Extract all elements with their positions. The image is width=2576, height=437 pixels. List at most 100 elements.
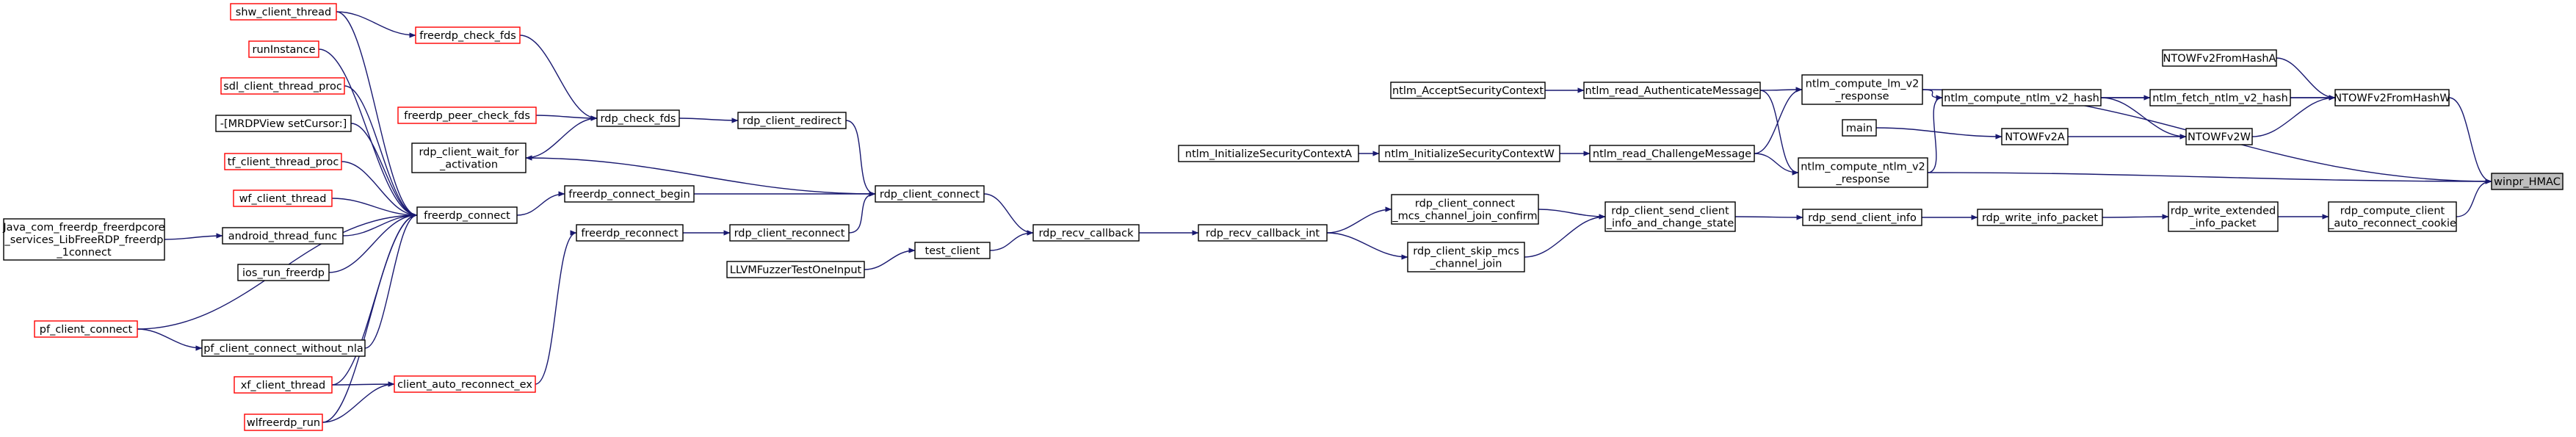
node-xf_client_thread[interactable]: xf_client_thread bbox=[234, 376, 333, 394]
node-runInstance[interactable]: runInstance bbox=[248, 40, 319, 58]
node-Java_com_freerdp_freerdpcore_services_LibFreeRDP_freerdp_1connect[interactable]: Java_com_freerdp_freerdpcore_services_Li… bbox=[2, 218, 165, 261]
node-test_client[interactable]: test_client bbox=[914, 242, 991, 259]
node-rdp_client_wait_for_activation[interactable]: rdp_client_wait_for_activation bbox=[411, 142, 527, 173]
node-freerdp_peer_check_fds[interactable]: freerdp_peer_check_fds bbox=[397, 106, 537, 124]
node-rdp_client_reconnect[interactable]: rdp_client_reconnect bbox=[729, 224, 850, 242]
node-label: _auto_reconnect_cookie bbox=[2328, 218, 2456, 230]
node-rdp_client_skip_mcs_channel_join[interactable]: rdp_client_skip_mcs_channel_join bbox=[1407, 242, 1525, 272]
node-label: rdp_send_client_info bbox=[1808, 212, 1917, 224]
edge-ios_run_freerdp-to-freerdp_connect bbox=[328, 212, 418, 273]
edge-shw_client_thread-to-freerdp_connect bbox=[336, 11, 418, 218]
node-ntlm_InitializeSecurityContextW[interactable]: ntlm_InitializeSecurityContextW bbox=[1378, 145, 1560, 162]
node-label: runInstance bbox=[252, 44, 315, 56]
node-NTOWFv2FromHashA[interactable]: NTOWFv2FromHashA bbox=[2162, 49, 2277, 67]
node-ntlm_compute_ntlm_v2_response[interactable]: ntlm_compute_ntlm_v2_response bbox=[1798, 157, 1928, 188]
node-label: ntlm_AcceptSecurityContext bbox=[1392, 85, 1544, 97]
node-rdp_client_redirect[interactable]: rdp_client_redirect bbox=[737, 112, 847, 129]
node-label: NTOWFv2FromHashW bbox=[2334, 93, 2450, 104]
edge-layer bbox=[137, 11, 2492, 423]
node-label: rdp_client_redirect bbox=[742, 115, 842, 127]
node-sdl_client_thread_proc[interactable]: sdl_client_thread_proc bbox=[220, 77, 345, 95]
node-ntlm_AcceptSecurityContext[interactable]: ntlm_AcceptSecurityContext bbox=[1390, 82, 1546, 99]
node-winpr_HMAC: winpr_HMAC bbox=[2491, 173, 2564, 190]
node-label: _mcs_channel_join_confirm bbox=[1392, 211, 1537, 223]
edge-freerdp_peer_check_fds-to-rdp_check_fds bbox=[535, 115, 598, 121]
node-NTOWFv2FromHashW[interactable]: NTOWFv2FromHashW bbox=[2334, 89, 2450, 106]
node-freerdp_reconnect[interactable]: freerdp_reconnect bbox=[576, 224, 684, 242]
node-label: freerdp_connect_begin bbox=[568, 189, 690, 201]
node-rdp_send_client_info[interactable]: rdp_send_client_info bbox=[1802, 209, 1922, 226]
edge-wlfreerdp_run-to-client_auto_reconnect_ex bbox=[322, 381, 395, 423]
node-label: ios_run_freerdp bbox=[242, 267, 325, 279]
node-rdp_compute_client_auto_reconnect_cookie[interactable]: rdp_compute_client_auto_reconnect_cookie bbox=[2328, 201, 2457, 232]
node-label: _channel_join bbox=[1430, 259, 1502, 270]
node-wlfreerdp_run[interactable]: wlfreerdp_run bbox=[244, 413, 323, 431]
node-NTOWFv2A[interactable]: NTOWFv2A bbox=[2001, 128, 2069, 145]
edge-ntlm_compute_lm_v2_response-to-ntlm_compute_ntlm_v2_hash bbox=[1922, 89, 1943, 101]
node-label: rdp_client_connect bbox=[880, 189, 980, 201]
node-label: tf_client_thread_proc bbox=[228, 156, 339, 168]
edge-freerdp_connect-to-freerdp_connect_begin bbox=[516, 191, 565, 216]
node-rdp_client_send_client_info_and_change_state[interactable]: rdp_client_send_client_info_and_change_s… bbox=[1604, 201, 1736, 232]
node-MRDPView_setCursor[interactable]: -[MRDPView setCursor:] bbox=[215, 115, 352, 132]
node-rdp_client_connect[interactable]: rdp_client_connect bbox=[875, 185, 985, 203]
node-label: _info_packet bbox=[2189, 218, 2257, 230]
node-ntlm_compute_lm_v2_response[interactable]: ntlm_compute_lm_v2_response bbox=[1801, 74, 1923, 105]
node-ntlm_compute_ntlm_v2_hash[interactable]: ntlm_compute_ntlm_v2_hash bbox=[1942, 89, 2102, 106]
node-label: pf_client_connect_without_nla bbox=[203, 343, 363, 355]
node-label: rdp_compute_client bbox=[2340, 206, 2445, 217]
node-rdp_recv_callback[interactable]: rdp_recv_callback bbox=[1032, 224, 1140, 242]
node-label: ntlm_compute_lm_v2 bbox=[1806, 79, 1920, 90]
node-NTOWFv2W[interactable]: NTOWFv2W bbox=[2185, 128, 2253, 145]
node-main[interactable]: main bbox=[1842, 119, 1877, 137]
node-freerdp_connect[interactable]: freerdp_connect bbox=[416, 206, 518, 224]
edge-test_client-to-rdp_recv_callback bbox=[989, 230, 1034, 251]
edge-rdp_check_fds-to-rdp_client_redirect bbox=[679, 118, 739, 123]
edge-MRDPView_setCursor-to-freerdp_connect bbox=[350, 123, 418, 218]
node-ntlm_fetch_ntlm_v2_hash[interactable]: ntlm_fetch_ntlm_v2_hash bbox=[2149, 89, 2291, 106]
node-LLVMFuzzerTestOneInput[interactable]: LLVMFuzzerTestOneInput bbox=[726, 261, 865, 278]
edge-ntlm_read_ChallengeMessage-to-ntlm_compute_lm_v2_response bbox=[1754, 87, 1803, 154]
node-rdp_write_extended_info_packet[interactable]: rdp_write_extended_info_packet bbox=[2168, 201, 2279, 232]
node-wf_client_thread[interactable]: wf_client_thread bbox=[233, 189, 333, 207]
node-label: rdp_recv_callback bbox=[1038, 228, 1134, 239]
node-label: test_client bbox=[925, 245, 980, 257]
edge-shw_client_thread-to-freerdp_check_fds bbox=[336, 11, 416, 38]
node-rdp_write_info_packet[interactable]: rdp_write_info_packet bbox=[1977, 209, 2103, 226]
node-client_auto_reconnect_ex[interactable]: client_auto_reconnect_ex bbox=[394, 375, 536, 393]
node-shw_client_thread[interactable]: shw_client_thread bbox=[230, 3, 337, 21]
node-rdp_check_fds[interactable]: rdp_check_fds bbox=[596, 109, 680, 127]
node-tf_client_thread_proc[interactable]: tf_client_thread_proc bbox=[224, 153, 342, 170]
edge-ntlm_read_AuthenticateMessage-to-ntlm_compute_ntlm_v2_response bbox=[1759, 90, 1799, 176]
node-ntlm_read_AuthenticateMessage[interactable]: ntlm_read_AuthenticateMessage bbox=[1583, 82, 1761, 99]
node-label: sdl_client_thread_proc bbox=[223, 81, 342, 93]
edge-wf_client_thread-to-freerdp_connect bbox=[331, 198, 418, 218]
node-label: NTOWFv2FromHashA bbox=[2163, 53, 2276, 65]
node-pf_client_connect[interactable]: pf_client_connect bbox=[34, 320, 138, 338]
node-label: android_thread_func bbox=[228, 231, 338, 242]
node-ntlm_read_ChallengeMessage[interactable]: ntlm_read_ChallengeMessage bbox=[1589, 145, 1755, 162]
node-rdp_client_connect_mcs_channel_join_confirm[interactable]: rdp_client_connect_mcs_channel_join_conf… bbox=[1391, 194, 1539, 225]
edge-wlfreerdp_run-to-freerdp_connect bbox=[322, 212, 418, 423]
node-android_thread_func[interactable]: android_thread_func bbox=[222, 227, 344, 245]
edge-sdl_client_thread_proc-to-freerdp_connect bbox=[344, 85, 418, 218]
node-ios_run_freerdp[interactable]: ios_run_freerdp bbox=[237, 264, 330, 281]
node-freerdp_connect_begin[interactable]: freerdp_connect_begin bbox=[564, 185, 695, 203]
node-layer: winpr_HMAC NTOWFv2FromHashW rdp_compute_cl… bbox=[2, 3, 2564, 431]
node-label: ntlm_InitializeSecurityContextA bbox=[1185, 148, 1352, 160]
node-freerdp_check_fds[interactable]: freerdp_check_fds bbox=[415, 26, 521, 44]
node-pf_client_connect_without_nla[interactable]: pf_client_connect_without_nla bbox=[201, 339, 366, 357]
edge-android_thread_func-to-freerdp_connect bbox=[342, 212, 418, 236]
node-label: NTOWFv2W bbox=[2188, 131, 2251, 143]
edge-rdp_recv_callback_int-to-rdp_client_connect_mcs_channel_join_confirm bbox=[1326, 206, 1392, 234]
node-label: LLVMFuzzerTestOneInput bbox=[730, 264, 862, 276]
node-label: shw_client_thread bbox=[236, 7, 331, 18]
node-label: _info_and_change_state bbox=[1606, 218, 1734, 230]
edge-rdp_client_reconnect-to-rdp_client_connect bbox=[848, 191, 876, 234]
node-rdp_recv_callback_int[interactable]: rdp_recv_callback_int bbox=[1198, 224, 1328, 242]
node-label: ntlm_compute_ntlm_v2_hash bbox=[1944, 93, 2099, 104]
node-ntlm_InitializeSecurityContextA[interactable]: ntlm_InitializeSecurityContextA bbox=[1178, 145, 1359, 162]
edge-freerdp_check_fds-to-rdp_check_fds bbox=[519, 35, 598, 121]
node-label: rdp_client_reconnect bbox=[734, 228, 845, 239]
node-label: wf_client_thread bbox=[239, 193, 327, 205]
